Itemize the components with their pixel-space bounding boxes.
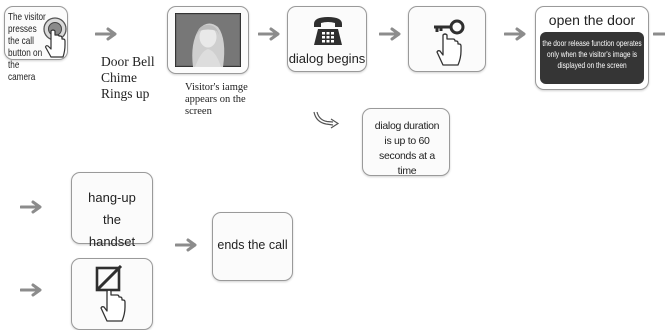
visitor-presses-text: The visitor presses the call button on t… xyxy=(8,11,46,83)
open-the-door-title: open the door xyxy=(548,12,636,28)
arrow-right-icon xyxy=(95,27,117,41)
door-release-key-box xyxy=(408,6,486,72)
telephone-icon xyxy=(314,17,342,45)
arrow-right-icon xyxy=(653,32,665,36)
visitor-presses-button-box: The visitor presses the call button on t… xyxy=(4,6,68,83)
visitor-image-box xyxy=(167,6,249,74)
arrow-right-icon xyxy=(20,200,42,214)
end-call-button-box xyxy=(71,258,153,330)
arrow-right-icon xyxy=(258,27,280,41)
dialog-begins-label: dialog begins xyxy=(288,51,366,66)
dialog-begins-box: dialog begins xyxy=(287,6,367,72)
door-release-note-panel: the door release function operates only … xyxy=(540,32,644,84)
visitor-image-caption: Visitor's iamge appears on the screen xyxy=(185,82,248,117)
door-bell-chime-text: Door Bell Chime Rings up xyxy=(101,54,155,101)
ends-the-call-label: ends the call xyxy=(217,238,288,252)
hang-up-handset-box: hang-up the handset xyxy=(71,172,153,249)
visitor-photo xyxy=(175,13,241,67)
arrow-right-icon xyxy=(379,27,401,41)
hang-up-handset-label: hang-up the handset xyxy=(88,190,136,249)
dialog-duration-box: dialog duration is up to 60 seconds at a… xyxy=(362,108,450,177)
curved-arrow-icon xyxy=(313,111,340,129)
door-release-note: the door release function operates only … xyxy=(542,38,642,70)
key-button-icon xyxy=(434,19,465,66)
open-the-door-box: open the door the door release function … xyxy=(535,6,649,90)
hang-up-button-icon xyxy=(95,265,126,322)
arrow-right-icon xyxy=(20,283,42,297)
arrow-right-icon xyxy=(504,27,526,41)
camera-call-button-icon xyxy=(43,17,67,58)
ends-the-call-box: ends the call xyxy=(212,212,293,281)
dialog-duration-text: dialog duration is up to 60 seconds at a… xyxy=(374,120,440,177)
arrow-right-icon xyxy=(175,238,197,252)
